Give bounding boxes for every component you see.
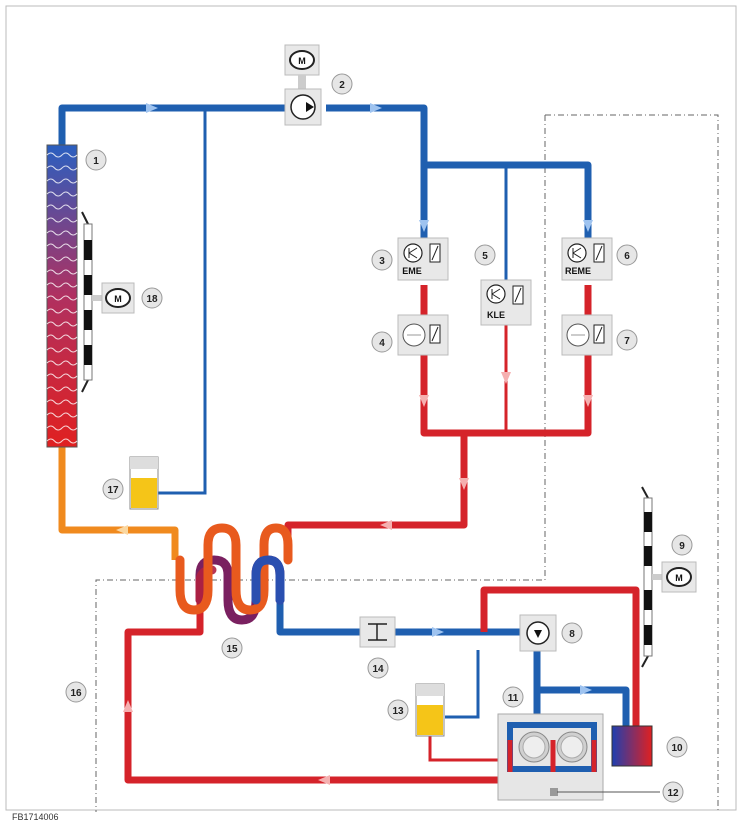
- callout-label: 15: [226, 644, 238, 655]
- callout-4: 4: [371, 331, 393, 353]
- reme-label: REME: [565, 266, 591, 276]
- callout-18: 18: [141, 287, 163, 309]
- thermostat-icon: [402, 323, 426, 347]
- callout-10: 10: [666, 736, 688, 758]
- radiator-fan: [81, 211, 102, 393]
- callout-label: 2: [339, 80, 345, 91]
- coolant-pump-8: [519, 614, 557, 652]
- callout-1: 1: [85, 149, 107, 171]
- flow-arrows: [146, 103, 593, 695]
- transistor-icon: [403, 243, 423, 263]
- kle-control-unit: KLE: [480, 279, 532, 326]
- callout-label: 11: [508, 693, 519, 704]
- fan-motor-9: M: [661, 561, 697, 593]
- battery-module-11: [497, 713, 604, 801]
- callout-label: 7: [624, 336, 630, 347]
- temp-sensor-icon: [593, 324, 605, 344]
- callout-label: 17: [107, 485, 119, 496]
- callout-5: 5: [474, 244, 496, 266]
- callout-label: 18: [146, 294, 158, 305]
- callout-11: 11: [502, 686, 524, 708]
- eme-heat-exchanger: [397, 314, 449, 356]
- eme-label: EME: [402, 266, 422, 276]
- temp-sensor-icon: [429, 243, 441, 263]
- reme-heat-exchanger: [561, 314, 613, 356]
- temp-sensor-icon: [429, 324, 441, 344]
- callout-markers: 1 2 3 4 5 6 7 8 9 10 11 12 13 14 15 16 1…: [65, 73, 693, 803]
- callout-label: 3: [379, 256, 385, 267]
- callout-8: 8: [561, 622, 583, 644]
- chiller-heat-exchanger: [175, 523, 293, 625]
- pump-icon: [526, 621, 550, 645]
- callout-7: 7: [616, 329, 638, 351]
- motor-label: M: [675, 573, 683, 583]
- callout-15: 15: [221, 637, 243, 659]
- callout-label: 6: [624, 251, 630, 262]
- transistor-icon: [567, 243, 587, 263]
- tank-13-return: [428, 735, 500, 762]
- condenser-fan-9: [641, 486, 662, 668]
- callout-9: 9: [671, 534, 693, 556]
- expansion-tank-17: [129, 456, 159, 510]
- thermostat-icon: [566, 323, 590, 347]
- callout-label: 9: [679, 541, 685, 552]
- callout-12: 12: [662, 781, 684, 803]
- electric-coolant-pump: M: [284, 44, 322, 126]
- transistor-icon: [486, 284, 506, 304]
- dashed-boundary-lower: [95, 115, 546, 812]
- callout-label: 16: [70, 688, 82, 699]
- motor-icon: M: [105, 288, 131, 308]
- reme-control-unit: REME: [561, 237, 613, 281]
- callout-6: 6: [616, 244, 638, 266]
- callout-label: 14: [372, 664, 384, 675]
- radiator: [46, 144, 78, 448]
- callout-label: 8: [569, 629, 575, 640]
- tank-13-line: [445, 650, 480, 719]
- callout-label: 13: [392, 706, 404, 717]
- expansion-tank-13: [415, 683, 445, 737]
- kle-label: KLE: [487, 310, 505, 320]
- eme-control-unit: EME: [397, 237, 449, 281]
- callout-14: 14: [367, 657, 389, 679]
- callout-label: 10: [671, 743, 683, 754]
- temp-sensor-icon: [512, 285, 524, 305]
- callout-label: 12: [667, 788, 679, 799]
- callout-label: 5: [482, 251, 488, 262]
- filter-14: [359, 616, 396, 648]
- expansion-tank-line: [158, 108, 207, 495]
- callout-17: 17: [102, 478, 124, 500]
- motor-label: M: [298, 56, 306, 66]
- heater-10: [611, 725, 653, 767]
- callout-16: 16: [65, 681, 87, 703]
- figure-code: FB1714006: [12, 812, 59, 822]
- callout-2: 2: [331, 73, 353, 95]
- fan-motor-18: M: [101, 282, 135, 314]
- motor-icon: M: [289, 50, 315, 70]
- callout-13: 13: [387, 699, 409, 721]
- motor-icon: M: [666, 567, 692, 587]
- pump-icon: [290, 94, 316, 120]
- motor-label: M: [114, 294, 122, 304]
- dashed-boundary-upper: [545, 114, 719, 812]
- callout-label: 4: [379, 338, 385, 349]
- callout-3: 3: [371, 249, 393, 271]
- temp-sensor-icon: [593, 243, 605, 263]
- callout-label: 1: [93, 156, 99, 167]
